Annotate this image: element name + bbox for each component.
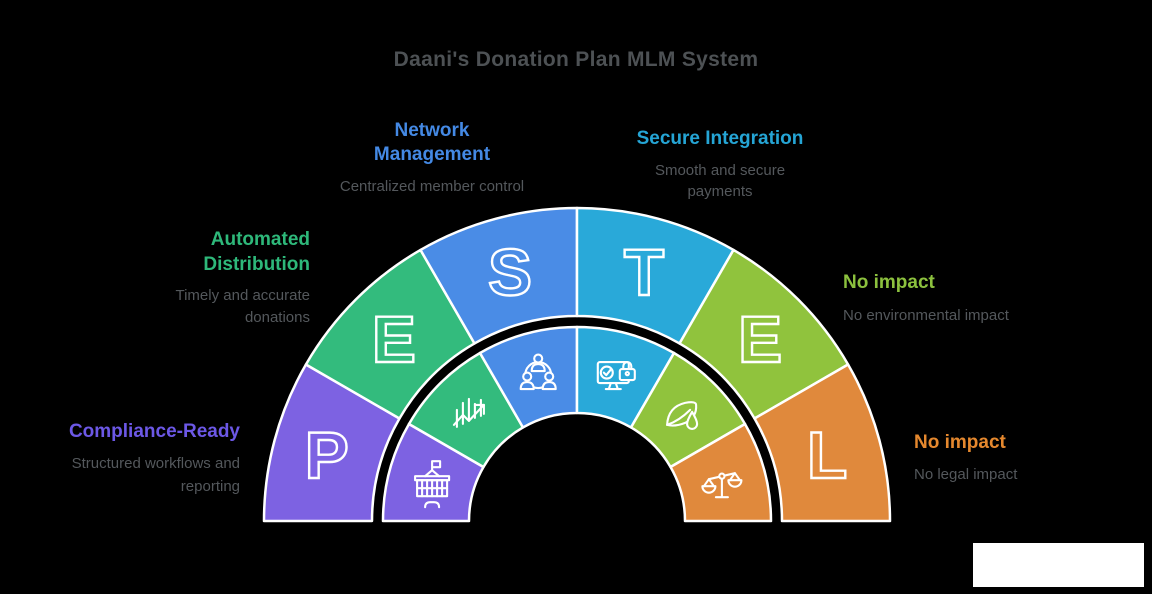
- people-network-icon: [519, 353, 557, 391]
- page-title: Daani's Donation Plan MLM System: [393, 48, 759, 71]
- segment-letter-legal: L: [807, 418, 847, 492]
- justice-scales-icon: [701, 472, 743, 499]
- leaf-drop-icon: [666, 401, 699, 430]
- pestel-arch-diagram: P E S T E L: [262, 206, 892, 523]
- label-social-heading: Network Management: [373, 120, 491, 165]
- government-building-icon: [414, 460, 451, 509]
- secure-monitor-icon: [596, 361, 636, 391]
- segment-letter-political: P: [305, 418, 349, 492]
- segment-letter-environmental: E: [738, 302, 782, 376]
- label-legal-heading: No impact: [914, 432, 1006, 453]
- label-technological-sub: Smooth and secure payments: [654, 162, 786, 200]
- label-economic-sub: Timely and accurate donations: [175, 287, 310, 326]
- label-legal-sub: No legal impact: [914, 466, 1018, 483]
- label-political: Compliance-Ready Structured workflows an…: [0, 420, 240, 498]
- outer-segment-legal: [753, 363, 892, 523]
- label-environmental-sub: No environmental impact: [843, 307, 1009, 324]
- label-legal: No impact No legal impact: [914, 431, 1152, 485]
- segment-letter-social: S: [488, 235, 532, 309]
- inner-segment-legal: [669, 422, 773, 523]
- label-political-heading: Compliance-Ready: [68, 421, 240, 442]
- label-political-sub: Structured workflows and reporting: [71, 455, 240, 495]
- label-economic-heading: Automated Distribution: [203, 229, 310, 275]
- label-social: Network Management Centralized member co…: [307, 119, 557, 197]
- label-social-sub: Centralized member control: [339, 178, 525, 195]
- watermark-cover: [973, 543, 1144, 587]
- label-economic: Automated Distribution Timely and accura…: [60, 227, 310, 329]
- label-environmental: No impact No environmental impact: [843, 271, 1103, 326]
- label-technological: Secure Integration Smooth and secure pay…: [595, 127, 845, 202]
- segment-letter-economic: E: [372, 302, 416, 376]
- segment-letter-technological: T: [624, 235, 664, 309]
- label-environmental-heading: No impact: [843, 272, 935, 293]
- growth-chart-icon: [452, 397, 485, 428]
- label-technological-heading: Secure Integration: [636, 128, 804, 149]
